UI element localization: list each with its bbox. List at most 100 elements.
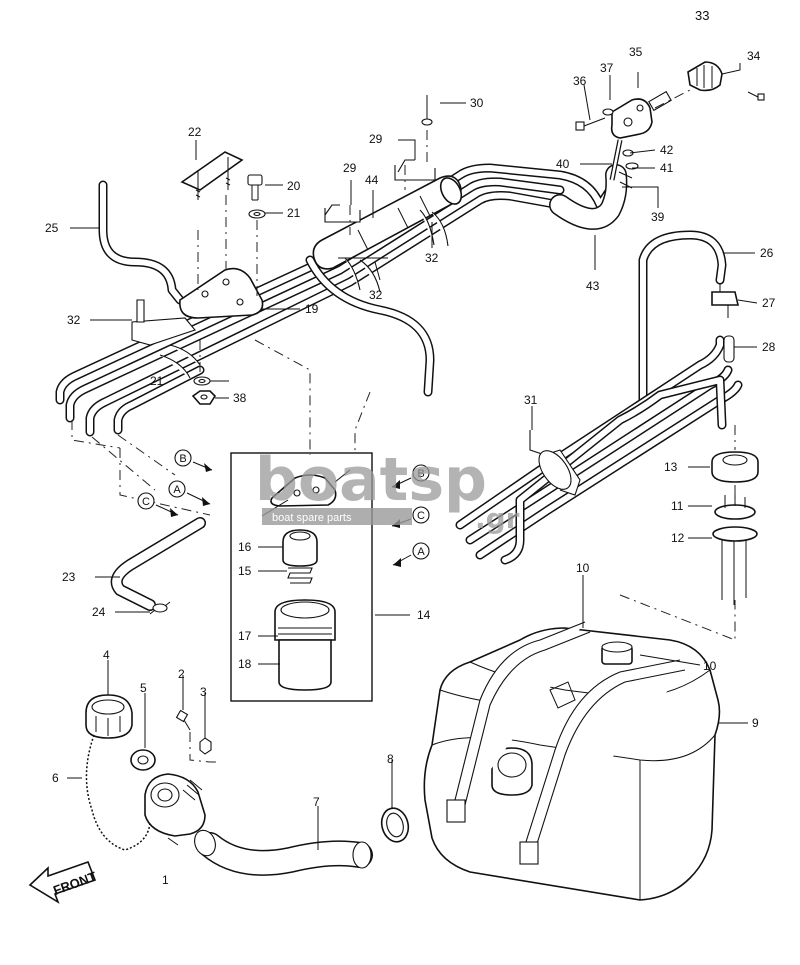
watermark-brand: boatsp [255,445,487,515]
callout-43: 43 [586,279,600,293]
callout-4: 4 [103,648,110,662]
connector-A-right: A [417,546,425,558]
callout-1: 1 [162,873,169,887]
callout-11: 11 [671,499,684,513]
page-number: 33 [695,8,709,23]
callout-17: 17 [238,629,252,643]
callout-3: 3 [200,685,207,699]
callout-23: 23 [62,570,76,584]
chain-6 [85,734,151,851]
fuel-tube-harness-upper [55,139,628,437]
hose-clamp-8 [380,807,410,843]
front-direction-arrow: FRONT [28,860,98,904]
filler-cap-4 [85,694,133,739]
callout-13: 13 [664,460,678,474]
tube-clamp-cylinder [312,175,463,270]
callout-38: 38 [233,391,247,405]
tube-clip-32-left [131,299,196,346]
callout-22: 22 [188,125,202,139]
callout-30: 30 [470,96,484,110]
mount-plate-19 [179,267,264,319]
tube-28 [723,335,735,363]
screw-2 [175,709,191,731]
callout-19: 19 [305,302,319,316]
callout-24: 24 [92,605,106,619]
callout-9: 9 [752,716,759,730]
callout-10-right: 10 [703,659,717,673]
bolt-20 [247,174,263,201]
callout-36: 36 [573,74,587,88]
connector-C-left: C [142,496,150,508]
callout-8: 8 [387,752,394,766]
callout-15: 15 [238,564,252,578]
fuel-cock-knob-34 [687,61,723,92]
callout-5: 5 [140,681,147,695]
saddle-clip-32 [159,209,449,379]
callout-25: 25 [45,221,59,235]
bracket-plate-22 [180,151,244,200]
callout-14: 14 [417,608,431,622]
connector-B-left: B [179,453,186,465]
fuel-tube-23 [110,517,206,611]
assembly-guides-upper [71,130,736,641]
callout-29-left: 29 [343,161,357,175]
callout-21-upper: 21 [287,206,301,220]
callout-42: 42 [660,143,674,157]
filler-hose-7 [194,829,373,876]
nut-3 [199,737,212,755]
callout-35: 35 [629,45,643,59]
callout-18: 18 [238,657,252,671]
washer-21-upper [248,209,266,219]
watermark-tagline: boat spare parts [272,512,352,524]
hose-clip-24 [149,601,171,615]
washer-37 [602,108,614,116]
gasket-5 [130,749,156,771]
screw-34 [747,91,765,101]
watermark-logo: boatsp .gr boat spare parts [255,445,520,535]
callout-41: 41 [660,161,674,175]
callout-29-top: 29 [369,132,383,146]
filler-neck-1 [144,773,206,837]
screw-36 [575,117,606,131]
callout-32-right: 32 [425,251,439,265]
callout-20: 20 [287,179,301,193]
washer-21-lower [193,376,211,386]
gasket-12 [712,526,758,605]
callout-32-left: 32 [67,313,81,327]
connector-markers-left: B A C [137,449,213,517]
callout-32-middle: 32 [369,288,383,302]
callout-39: 39 [651,210,665,224]
leader-lines [67,63,758,850]
callout-10-top: 10 [576,561,590,575]
fuel-cock-35 [610,90,672,139]
callout-26: 26 [760,246,774,260]
callout-44: 44 [365,173,379,187]
fuel-level-unit-11 [714,492,756,520]
fuel-filter-assembly-box [230,452,373,702]
connector-A-left: A [173,484,181,496]
callout-6: 6 [52,771,59,785]
fuel-tank-9 [423,621,721,901]
callout-16: 16 [238,540,252,554]
callout-34: 34 [747,49,761,63]
band-clamp-31 [529,430,581,496]
callout-28: 28 [762,340,776,354]
callout-12: 12 [671,531,685,545]
fitting-27 [711,283,740,318]
screw-30 [421,95,433,126]
cap-nut-13 [711,451,759,483]
fuel-tube-harness-right [455,230,743,565]
callout-27: 27 [762,296,776,310]
nut-38 [191,390,217,405]
callout-labels: 1 2 3 4 5 6 7 8 9 10 10 11 12 13 14 15 1… [45,45,776,887]
callout-40: 40 [556,157,570,171]
callout-7: 7 [313,795,320,809]
connector-B-right: B [417,468,424,480]
connector-C-right: C [417,510,425,522]
callout-31: 31 [524,393,538,407]
watermark-tld: .gr [475,502,520,535]
callout-37: 37 [600,61,614,75]
callout-2: 2 [178,667,185,681]
callout-21-lower: 21 [150,374,164,388]
